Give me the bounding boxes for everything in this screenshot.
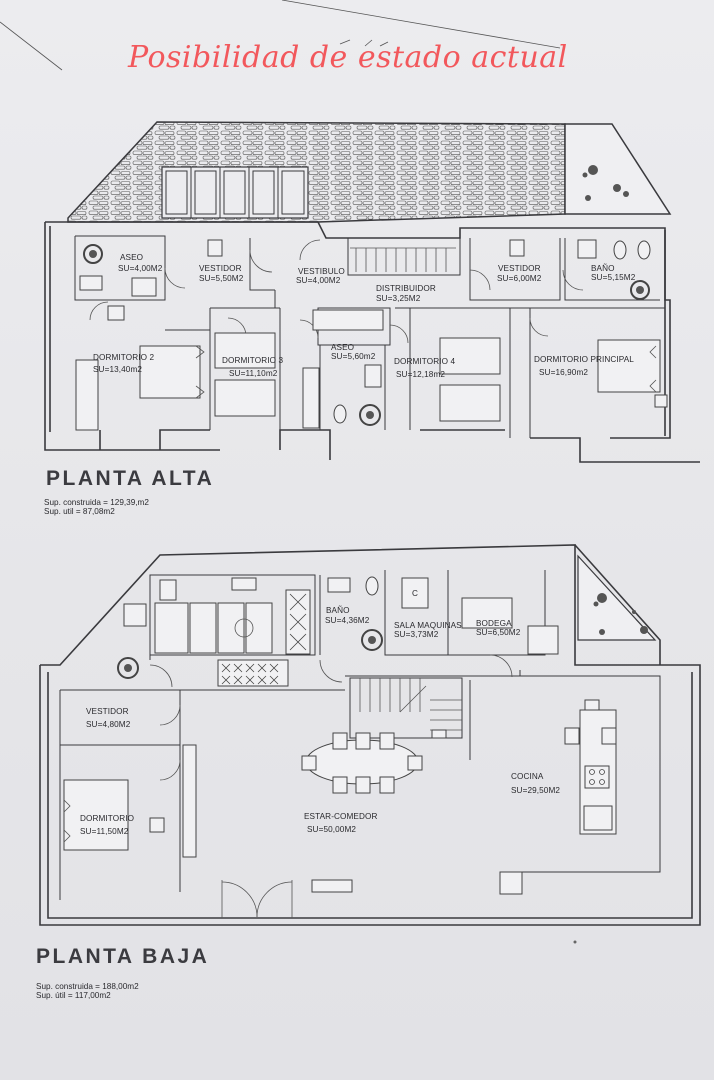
ground-doors: [149, 654, 513, 918]
upper-furniture: [75, 239, 668, 431]
room-name: VESTIBULO: [298, 267, 345, 276]
upper-doors: [89, 239, 584, 344]
room-name: BODEGA: [476, 619, 512, 628]
room-name: DISTRIBUIDOR: [376, 284, 436, 293]
ground-built-area: Sup. construida = 188,00m2: [36, 982, 139, 991]
ground-floor-title: PLANTA BAJA: [36, 945, 210, 968]
room-area: SU=12,18m2: [396, 370, 446, 379]
room-area: SU=5,50M2: [199, 274, 244, 283]
skylights: [161, 166, 309, 219]
room-name: BAÑO: [326, 606, 350, 615]
room-area: SU=4,00M2: [118, 264, 163, 273]
room-area: SU=16,90m2: [539, 368, 589, 377]
room-area: SU=29,50M2: [511, 786, 561, 795]
room-name: BAÑO: [591, 264, 615, 273]
room-area: SU=6,50M2: [476, 628, 521, 637]
room-name: ESTAR-COMEDOR: [304, 812, 378, 821]
room-area: SU=6,00M2: [497, 274, 542, 283]
room-area: SU=13,40m2: [93, 365, 143, 374]
room-area: SU=4,36M2: [325, 616, 370, 625]
room-area: SU=11,10m2: [229, 369, 278, 378]
roof-stone-area: [67, 121, 566, 223]
room-name: VESTIDOR: [199, 264, 242, 273]
ground-stair: [349, 677, 463, 739]
page-title: Posibilidad de estado actual: [128, 40, 568, 75]
room-name: DORMITORIO 4: [394, 357, 456, 366]
room-name: ASEO: [331, 343, 355, 352]
upper-floor-title: PLANTA ALTA: [46, 467, 215, 490]
boiler-label: C: [412, 589, 419, 598]
upper-built-area: Sup. construida = 129,39,m2: [44, 498, 149, 507]
room-name: VESTIDOR: [498, 264, 541, 273]
room-area: SU=50,00M2: [307, 825, 357, 834]
room-area: SU=5,15M2: [591, 273, 636, 282]
ground-terrace-plants: [593, 593, 648, 635]
room-area: SU=4,80M2: [86, 720, 131, 729]
room-name: VESTIDOR: [86, 707, 129, 716]
upper-stair: [350, 247, 456, 272]
upper-useful-area: Sup. util = 87,08m2: [44, 507, 115, 516]
terrace-plants: [582, 165, 629, 201]
room-area: SU=5,60m2: [331, 352, 376, 361]
roof-terrace: [564, 123, 672, 215]
ground-furniture: [63, 576, 617, 944]
ground-floor-plan: [39, 544, 701, 944]
room-name: DORMITORIO: [80, 814, 135, 823]
ground-useful-area: Sup. útil = 117,00m2: [36, 991, 111, 1000]
ground-terrace: [577, 554, 657, 641]
sheet-frame-marks: [0, 0, 561, 71]
room-area: SU=3,73M2: [394, 630, 439, 639]
room-name: COCINA: [511, 772, 544, 781]
room-name: SALA MAQUINAS: [394, 621, 462, 630]
room-name: ASEO: [120, 253, 144, 262]
room-name: DORMITORIO PRINCIPAL: [534, 355, 634, 364]
room-area: SU=4,00M2: [296, 276, 341, 285]
room-name: DORMITORIO 2: [93, 353, 155, 362]
room-area: SU=11,50M2: [80, 827, 129, 836]
room-area: SU=3,25M2: [376, 294, 421, 303]
upper-floor-plan: [44, 121, 700, 463]
room-name: DORMITORIO 3: [222, 356, 284, 365]
